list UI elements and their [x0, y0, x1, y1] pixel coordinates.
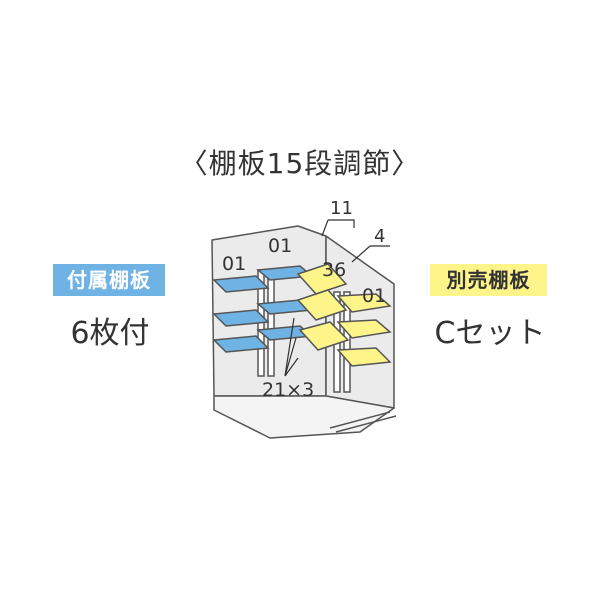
shelf-label-left-a: 01 [222, 253, 246, 275]
floor [213, 395, 395, 439]
leader-11 [328, 219, 355, 228]
yellow-shelf [296, 289, 348, 321]
yellow-shelf [336, 347, 392, 367]
leader-21-b [284, 337, 297, 377]
blue-shelf [212, 335, 270, 353]
shelf-label-left-b: 01 [268, 235, 292, 257]
leader-4-tip [351, 245, 371, 263]
blue-shelf [212, 309, 270, 327]
yellow-shelf [336, 319, 392, 339]
label-pitch: 21×3 [262, 379, 314, 401]
included-shelves-count: 6枚付 [70, 316, 150, 351]
yellow-shelf [298, 321, 350, 351]
post-left-2 [267, 269, 275, 377]
blue-shelf [212, 275, 270, 293]
sold-separately-badge: 別売棚板 [430, 264, 547, 296]
leader-21-a [284, 317, 295, 377]
label-36: 36 [322, 259, 346, 281]
leader-11-tip [321, 219, 329, 237]
yellow-shelf [296, 263, 348, 295]
shelf-label-right: 01 [362, 285, 386, 307]
label-4: 4 [374, 226, 385, 247]
yellow-shelf [336, 293, 392, 313]
leader-21-c [284, 357, 299, 377]
included-shelves-badge: 付属棚板 [53, 264, 165, 296]
label-11: 11 [330, 198, 353, 219]
sold-separately-set: Cセット [434, 316, 546, 351]
door-track [329, 411, 391, 429]
diagram-title: 〈棚板15段調節〉 [179, 147, 421, 180]
door-track [335, 415, 397, 433]
